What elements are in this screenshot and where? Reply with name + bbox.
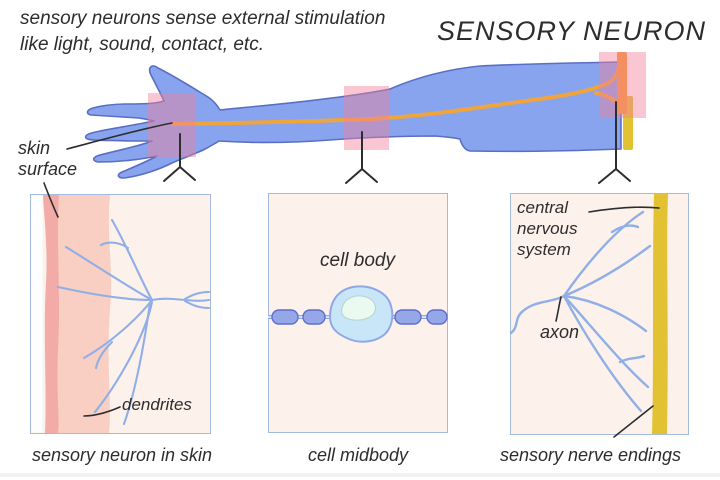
skin-white-gap (31, 195, 43, 433)
leader-skin-to-palm (66, 122, 173, 150)
cell-body-label: cell body (320, 250, 395, 271)
nerve-endings-drawing (509, 194, 668, 434)
skin-layers-drawing (31, 195, 112, 433)
caption-neuron-in-skin: sensory neuron in skin (31, 445, 213, 465)
cell-midbody-drawing (268, 285, 448, 343)
intro-text-line-1: sensory neurons sense external stimulati… (20, 8, 386, 29)
cns-column (652, 194, 668, 434)
skin-inner-layer (55, 195, 112, 433)
skin-outer-layer (43, 195, 59, 433)
caption-cell-midbody: cell midbody (307, 445, 409, 465)
leader-surface-to-panel (43, 182, 59, 218)
caption-nerve-endings: sensory nerve endings (499, 445, 682, 465)
highlight-box-mid (344, 86, 389, 150)
leader-nerve-endings (613, 405, 654, 438)
myelin-segment (426, 309, 448, 325)
bottom-shadow (0, 473, 720, 477)
skin-surface-label: skin surface (18, 138, 78, 179)
intro-text-line-2: like light, sound, contact, etc. (20, 34, 264, 55)
axon-label: axon (540, 322, 580, 342)
highlight-box-cns (599, 52, 646, 118)
leader-axon (555, 296, 562, 322)
central-nervous-system-label: central nervous system (517, 198, 578, 259)
myelin-segment (271, 309, 299, 325)
bracket-connector-3 (598, 101, 631, 184)
bracket-connector-1 (163, 133, 196, 182)
page-title: SENSORY NEURON (436, 16, 706, 46)
dendrites-drawing (56, 218, 211, 426)
dendrites-label: dendrites (122, 395, 192, 414)
leader-dendrites (83, 406, 121, 417)
leader-cns (588, 206, 660, 213)
bracket-connector-2 (345, 131, 378, 184)
cns-orange-stripe (617, 52, 627, 114)
myelin-segment (394, 309, 422, 325)
nucleus-shape (340, 295, 377, 321)
highlight-box-skin (148, 93, 196, 157)
myelin-segment (302, 309, 326, 325)
